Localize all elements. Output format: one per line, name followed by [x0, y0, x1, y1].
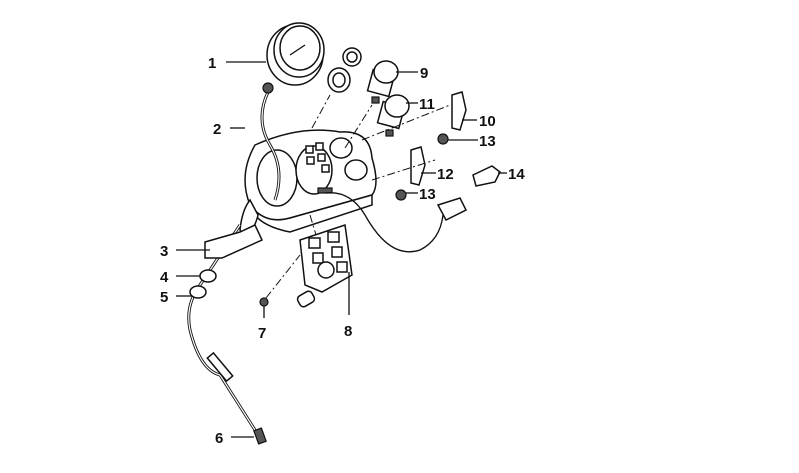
nut-13b: [395, 189, 407, 201]
callout-7: 7: [258, 325, 266, 342]
nut-13a: [437, 133, 449, 145]
callout-3: 3: [160, 243, 168, 260]
callout-5: 5: [160, 289, 168, 306]
grommet-5: [189, 285, 207, 299]
switch-panel: [299, 224, 353, 293]
callout-6: 6: [215, 430, 223, 447]
callout-13a: 13: [479, 133, 496, 150]
connector: [436, 197, 468, 221]
callout-8: 8: [344, 323, 352, 340]
rubber-rings: [327, 47, 362, 93]
callout-11: 11: [419, 96, 435, 113]
callout-12: 12: [437, 166, 454, 183]
instrument-housing: [239, 129, 377, 242]
bulb-socket: [296, 290, 316, 308]
speedometer-gauge: [266, 22, 325, 86]
screw-7: [259, 297, 269, 307]
callout-2: 2: [213, 121, 221, 138]
bracket: [204, 224, 264, 259]
wiring: [324, 192, 444, 253]
callout-10: 10: [479, 113, 496, 130]
callout-14: 14: [508, 166, 525, 183]
part-14: [472, 165, 501, 187]
clip-10: [451, 91, 467, 131]
indicator-lamp-9: [366, 60, 399, 104]
grommet-4: [199, 269, 217, 283]
callout-4: 4: [160, 269, 169, 286]
callout-1: 1: [208, 55, 216, 72]
clip-12: [410, 146, 426, 186]
callout-9: 9: [420, 65, 428, 82]
indicator-lamp-11: [376, 94, 410, 137]
callout-13b: 13: [419, 186, 436, 203]
